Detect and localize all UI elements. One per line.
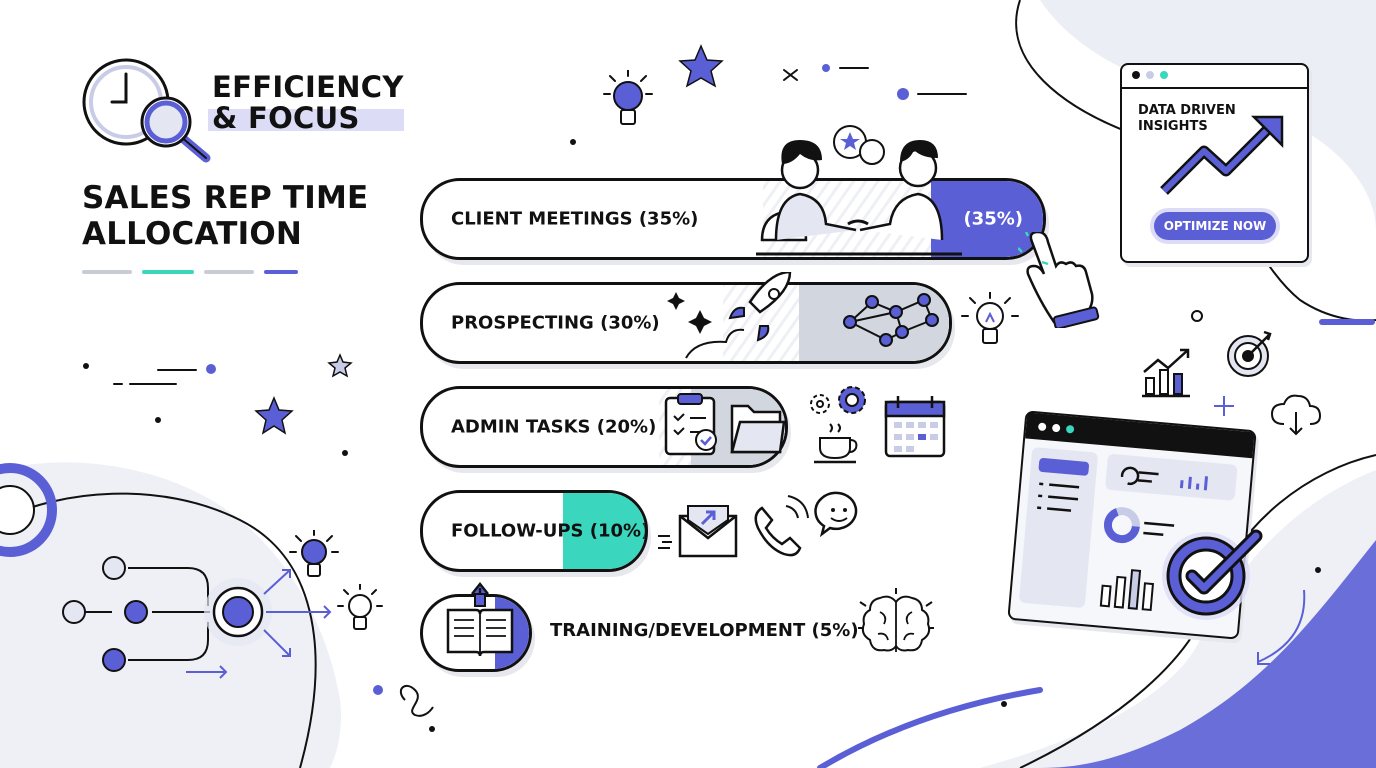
data-insights-card: DATA DRIVEN INSIGHTS OPTIMIZE NOW — [1120, 63, 1309, 263]
curved-arrow-icon — [1257, 589, 1306, 665]
allocation-label: PROSPECTING (30%) — [451, 312, 660, 334]
insights-heading-line-1: DATA DRIVEN — [1138, 103, 1236, 118]
smiley-icon — [814, 491, 858, 538]
gears-icon — [810, 386, 866, 414]
title-line-1: EFFICIENCY — [212, 70, 404, 104]
checkmark-badge-icon — [1162, 529, 1263, 620]
subtitle-line-2: ALLOCATION — [82, 216, 303, 252]
insights-heading-line-2: INSIGHTS — [1138, 119, 1208, 134]
admin-icons — [664, 393, 786, 456]
calendar-icon — [884, 396, 946, 458]
brain-icon — [858, 588, 934, 652]
star-icon — [327, 353, 353, 378]
folder-icon — [730, 404, 786, 454]
allocation-training-label: TRAINING/DEVELOPMENT (5%) — [550, 620, 859, 641]
dashboard-content — [1019, 447, 1238, 612]
target-icon — [1227, 330, 1272, 377]
allocation-label: CLIENT MEETINGS (35%) — [451, 208, 699, 230]
lightbulb-icon — [603, 70, 653, 125]
cloud-download-icon — [1270, 394, 1322, 436]
allocation-label: FOLLOW-UPS (10%) — [451, 520, 648, 542]
rocket-icon — [685, 272, 792, 359]
trend-arrow-icon — [1160, 115, 1284, 195]
prospecting-illustration — [667, 272, 939, 359]
optimize-now-button[interactable]: OPTIMIZE NOW — [1154, 212, 1276, 240]
allocation-percent-badge: (35%) — [963, 208, 1023, 230]
book-icon — [446, 582, 514, 657]
allocation-follow-ups: FOLLOW-UPS (10%) — [420, 490, 648, 572]
title-line-2: & FOCUS — [208, 103, 404, 134]
lightbulb-icon — [289, 530, 339, 577]
allocation-client-meetings: CLIENT MEETINGS (35%) (35%) — [420, 178, 1046, 260]
chat-bubble-icon — [833, 125, 885, 165]
office-icons — [810, 386, 946, 464]
trend-chart-icon — [1142, 348, 1190, 398]
dashboard-window — [1007, 410, 1257, 640]
main-title: EFFICIENCY & FOCUS — [208, 70, 404, 134]
phone-icon — [754, 495, 809, 557]
clock-magnifier-illustration — [82, 58, 211, 163]
process-flow-illustration — [62, 556, 332, 679]
pointer-hand-icon — [1018, 232, 1100, 328]
clipboard-icon — [664, 393, 717, 456]
coffee-icon — [814, 423, 858, 464]
star-icon — [254, 396, 294, 435]
title-underline — [82, 270, 298, 274]
allocation-label: ADMIN TASKS (20%) — [451, 416, 657, 438]
envelope-icon — [678, 505, 738, 558]
handshake-illustration — [756, 125, 962, 256]
lightbulb-icon — [337, 584, 383, 630]
network-icon — [843, 293, 939, 347]
communication-icons — [658, 491, 858, 558]
card-titlebar — [1122, 65, 1307, 89]
subtitle-line-1: SALES REP TIME — [82, 180, 369, 216]
insights-heading: DATA DRIVEN INSIGHTS — [1138, 103, 1236, 135]
magnifier-icon — [140, 96, 211, 163]
subtitle: SALES REP TIME ALLOCATION — [82, 180, 368, 252]
lightbulb-icon — [961, 292, 1019, 344]
star-icon — [678, 44, 724, 88]
